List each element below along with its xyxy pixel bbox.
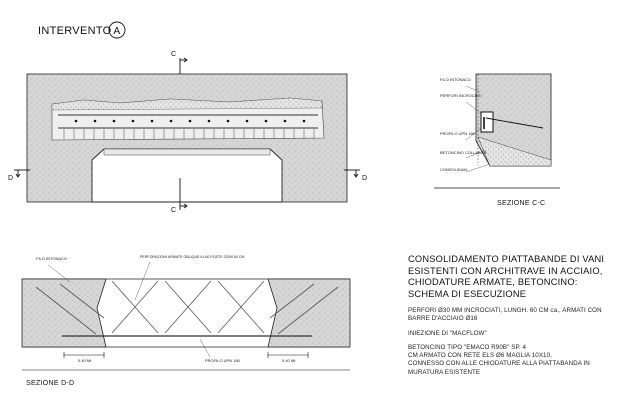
section-dd-title: SEZIONE D-D [26, 380, 74, 387]
window-opening [91, 148, 283, 203]
dd-right-pier [267, 278, 351, 348]
cut-label-c-bottom: C [171, 207, 176, 214]
cut-label-d-left: D [8, 175, 13, 182]
title-line: ESISTENTI CON ARCHITRAVE IN ACCIAIO, [408, 265, 603, 276]
note-betoncino: BETONCINO TIPO "EMACO R90B" SP. 4 [408, 343, 527, 351]
section-cc-leaders [465, 85, 491, 173]
cc-label-profilo: PROFILO UPN 180 [440, 131, 476, 136]
section-cut-dd [14, 169, 360, 178]
intervention-letter: A [114, 26, 121, 37]
cc-label-intonaco: FILO INTONACO [440, 77, 471, 82]
anchor-points-row [74, 119, 306, 123]
cc-label-perfori: PERFORI INCROCIATI [440, 93, 482, 98]
opening-lintel [103, 148, 271, 156]
stirrup-lines [63, 129, 315, 139]
note-connessione: CONNESSO CON ALLE CHIODATURE ALLA PIATTA… [408, 360, 590, 376]
cc-label-betoncino: BETONCINO COLLABOR. [440, 150, 488, 155]
dd-dimension-lines [63, 352, 309, 358]
cut-label-c-top: C [171, 51, 176, 58]
dd-label-intonaco: FILO INTONACO [36, 256, 67, 261]
intervention-circle [108, 21, 126, 39]
cc-label-consolidam: CONSOLIDAM. [440, 167, 468, 172]
elevation-view: C C D D [8, 51, 367, 214]
section-cc-bar [485, 117, 544, 129]
section-cc-upn [480, 111, 494, 133]
title-line: CONSOLIDAMENTO PIATTABANDE DI VANI [408, 254, 605, 264]
dd-dimension-left: 0.40 Mt [78, 358, 92, 363]
dd-left-pier [21, 278, 107, 348]
dd-dimension-right: 0.40 Mt [282, 358, 296, 363]
section-dd-view: FILO INTONACO PERFORAZIONI ARMATE OBLIQU… [21, 255, 351, 387]
intervention-label: INTERVENTO [38, 25, 112, 37]
note-iniezione: INIEZIONE DI "MACFLOW" [408, 329, 487, 337]
description-title: CONSOLIDAMENTO PIATTABANDE DI VANI ESIST… [408, 254, 623, 300]
title-line: CHIODATURE ARMATE, BETONCINO: [408, 277, 578, 287]
beam-concrete-top [51, 97, 323, 111]
cut-label-d-right: D [362, 175, 367, 182]
note-rete: CM ARMATO CON RETE ELS Ø6 MAGLIA 10X10, [408, 352, 552, 360]
section-cc-title: SEZIONE C-C [497, 200, 545, 207]
description-notes: PERFORI Ø30 MM INCROCIATI, LUNGH. 60 CM … [408, 307, 623, 383]
title-line: SCHEMA DI ESECUZIONE [408, 288, 527, 299]
dd-oblique-bars [35, 280, 339, 335]
section-cc-betoncino [477, 136, 552, 167]
dd-label-perforazioni: PERFORAZIONI ARMATE OBLIQUE A L60 POSTE … [140, 255, 244, 259]
section-cc-view: FILO INTONACO PERFORI INCROCIATI PROFILO… [434, 73, 560, 207]
note-perfori: PERFORI Ø30 MM INCROCIATI, LUNGH. 60 CM … [408, 307, 602, 323]
dd-label-profilo: PROFILO UPN 180 [205, 358, 241, 363]
section-cut-cc [179, 57, 188, 210]
dd-leaders [47, 261, 211, 358]
